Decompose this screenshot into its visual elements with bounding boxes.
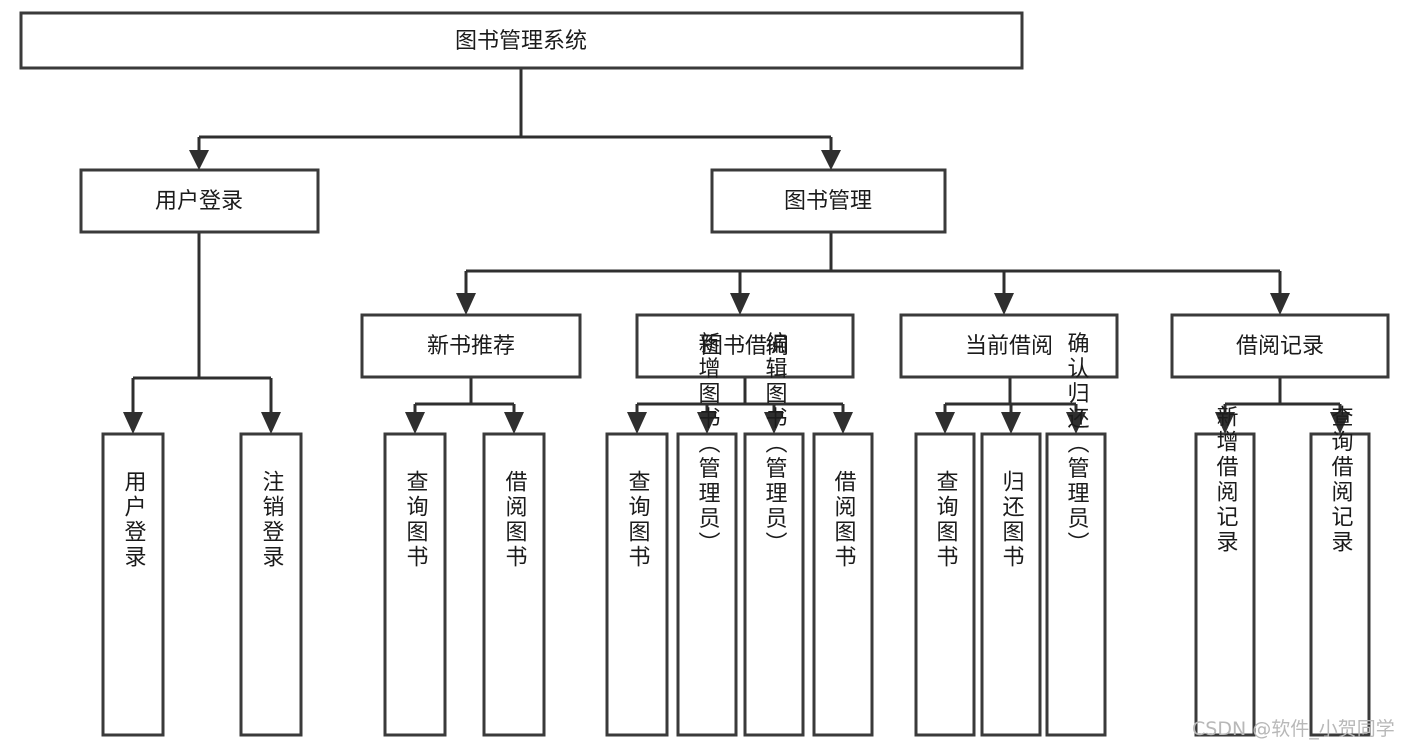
- node-book-borrow[interactable]: 图书借阅: [635, 313, 855, 379]
- node-leaf-borrow-book-rec[interactable]: 借阅图书: [482, 432, 546, 737]
- node-current-borrow-label: 当前借阅: [965, 334, 1053, 359]
- node-leaf-query-book-rec[interactable]: 查询图书: [383, 432, 447, 737]
- node-leaf-query-book-current-label: 查询图书: [933, 470, 959, 570]
- node-leaf-query-borrow-record[interactable]: 查询借阅记录: [1309, 405, 1371, 737]
- arrowhead-leaf-edit-book-admin: [764, 412, 784, 434]
- node-leaf-user-login-box[interactable]: [101, 432, 165, 737]
- node-leaf-query-borrow-record-label: 查询借阅记录: [1328, 405, 1354, 555]
- node-leaf-borrow-book-rec-label: 借阅图书: [502, 470, 528, 570]
- arrowhead-leaf-query-book-rec: [405, 412, 425, 434]
- node-current-borrow[interactable]: 当前借阅: [899, 313, 1119, 379]
- node-leaf-return-book[interactable]: 归还图书: [980, 432, 1042, 737]
- node-leaf-query-borrow-record-box[interactable]: [1309, 432, 1371, 737]
- node-leaf-borrow-book[interactable]: 借阅图书: [812, 432, 874, 737]
- csdn-watermark: CSDN @软件_小贺同学: [1192, 718, 1395, 740]
- node-leaf-add-book-admin[interactable]: 新增图书（管理员）: [676, 332, 738, 737]
- node-leaf-confirm-return-admin[interactable]: 确认归还（管理员）: [1045, 332, 1107, 737]
- node-book-manage[interactable]: 图书管理: [710, 168, 947, 234]
- node-leaf-user-login-label: 用户登录: [121, 470, 147, 570]
- node-leaf-edit-book-admin-box[interactable]: [743, 432, 805, 737]
- node-borrow-record[interactable]: 借阅记录: [1170, 313, 1390, 379]
- node-leaf-logout-box[interactable]: [239, 432, 303, 737]
- node-leaf-borrow-book-box[interactable]: [812, 432, 874, 737]
- arrowhead-leaf-logout: [261, 412, 281, 434]
- node-leaf-user-login[interactable]: 用户登录: [101, 432, 165, 737]
- arrowhead-leaf-borrow-book: [833, 412, 853, 434]
- arrowhead-leaf-confirm-return-admin: [1066, 412, 1086, 434]
- arrowhead-leaf-user-login: [123, 412, 143, 434]
- node-leaf-logout-label: 注销登录: [259, 470, 285, 570]
- node-leaf-edit-book-admin-label: 编辑图书（管理员）: [762, 332, 788, 557]
- node-leaf-add-borrow-record[interactable]: 新增借阅记录: [1194, 405, 1256, 737]
- arrowhead-leaf-add-borrow-record: [1215, 412, 1235, 434]
- node-new-book-recommend-box[interactable]: [360, 313, 582, 379]
- node-leaf-confirm-return-admin-label: 确认归还（管理员）: [1064, 332, 1090, 557]
- node-book-borrow-label: 图书借阅: [701, 334, 789, 359]
- node-leaf-query-book-current-box[interactable]: [914, 432, 976, 737]
- node-leaf-query-book-rec-label: 查询图书: [403, 470, 429, 570]
- node-leaf-query-book-rec-box[interactable]: [383, 432, 447, 737]
- node-user-login[interactable]: 用户登录: [79, 168, 320, 234]
- node-leaf-borrow-book-rec-box[interactable]: [482, 432, 546, 737]
- node-leaf-add-borrow-record-label: 新增借阅记录: [1213, 405, 1239, 555]
- arrowhead-current-borrow: [994, 293, 1014, 315]
- arrowhead-book-manage: [821, 150, 841, 170]
- node-leaf-edit-book-admin[interactable]: 编辑图书（管理员）: [743, 332, 805, 737]
- node-user-login-label: 用户登录: [155, 189, 243, 214]
- node-new-book-recommend[interactable]: 新书推荐: [360, 313, 582, 379]
- arrowhead-new-book-recommend: [456, 293, 476, 315]
- arrowhead-borrow-record: [1270, 293, 1290, 315]
- node-leaf-return-book-label: 归还图书: [999, 470, 1025, 570]
- node-book-manage-box[interactable]: [710, 168, 947, 234]
- node-book-manage-label: 图书管理: [784, 189, 872, 214]
- node-borrow-record-box[interactable]: [1170, 313, 1390, 379]
- arrowhead-user-login: [189, 150, 209, 170]
- arrowhead-book-borrow: [730, 293, 750, 315]
- node-leaf-logout[interactable]: 注销登录: [239, 432, 303, 737]
- connector-layer: [123, 68, 1350, 434]
- node-leaf-add-borrow-record-box[interactable]: [1194, 432, 1256, 737]
- node-leaf-confirm-return-admin-box[interactable]: [1045, 432, 1107, 737]
- node-new-book-recommend-label: 新书推荐: [427, 334, 515, 359]
- node-leaf-borrow-book-label: 借阅图书: [831, 470, 857, 570]
- node-leaf-query-book-current[interactable]: 查询图书: [914, 432, 976, 737]
- node-user-login-box[interactable]: [79, 168, 320, 234]
- arrowhead-leaf-query-book-borrow: [627, 412, 647, 434]
- node-book-borrow-box[interactable]: [635, 313, 855, 379]
- node-root-box[interactable]: [19, 11, 1024, 70]
- node-leaf-query-book-borrow-box[interactable]: [605, 432, 669, 737]
- node-root-label: 图书管理系统: [455, 29, 587, 54]
- node-leaf-return-book-box[interactable]: [980, 432, 1042, 737]
- node-leaf-add-book-admin-label: 新增图书（管理员）: [695, 332, 721, 557]
- arrowhead-leaf-query-book-current: [935, 412, 955, 434]
- arrowhead-leaf-borrow-book-rec: [504, 412, 524, 434]
- node-root[interactable]: 图书管理系统: [19, 11, 1024, 70]
- node-leaf-add-book-admin-box[interactable]: [676, 432, 738, 737]
- node-leaf-query-book-borrow[interactable]: 查询图书: [605, 432, 669, 737]
- node-current-borrow-box[interactable]: [899, 313, 1119, 379]
- arrowhead-leaf-query-borrow-record: [1330, 412, 1350, 434]
- arrowhead-leaf-add-book-admin: [697, 412, 717, 434]
- arrowhead-leaf-return-book: [1001, 412, 1021, 434]
- node-borrow-record-label: 借阅记录: [1236, 334, 1324, 359]
- node-leaf-query-book-borrow-label: 查询图书: [625, 470, 651, 570]
